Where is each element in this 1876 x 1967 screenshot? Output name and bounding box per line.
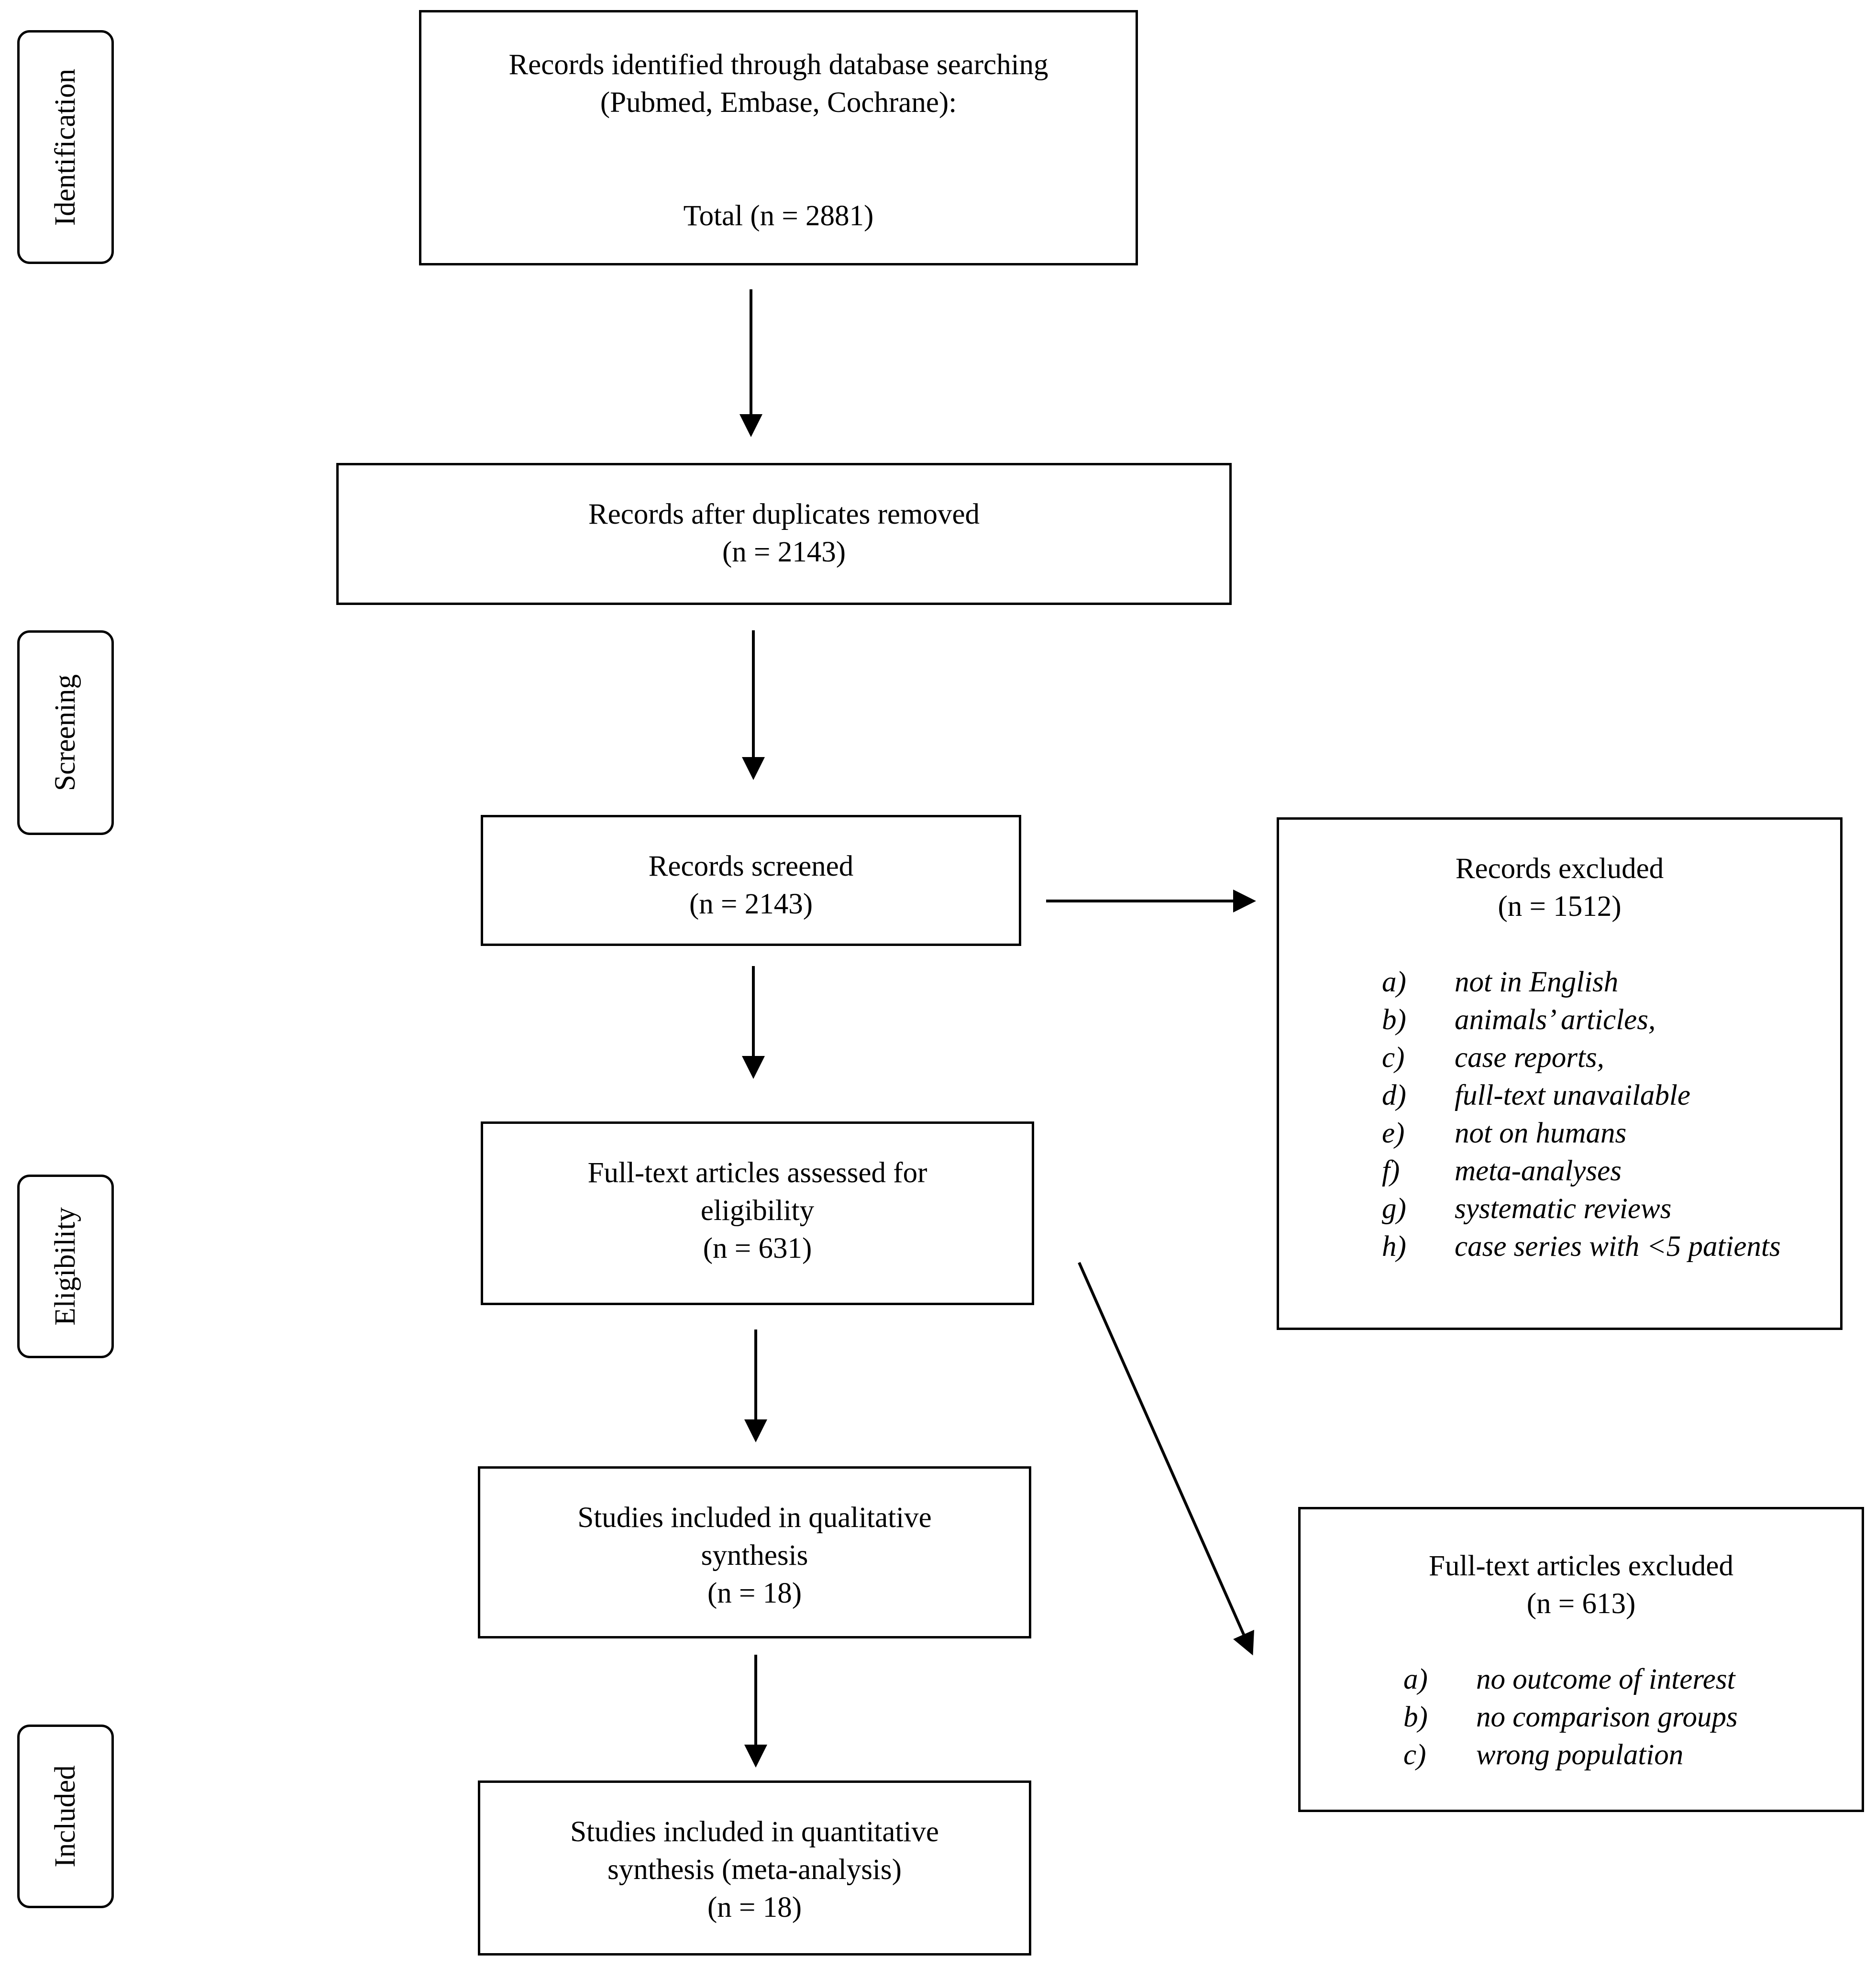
reason-letter: c) [1403, 1739, 1426, 1771]
exclusion-reason: d) full-text unavailable [1382, 1077, 1811, 1114]
exclusion-reason: a) not in English [1382, 963, 1811, 1001]
exclusion-reason: h) case series with <5 patients [1382, 1228, 1811, 1265]
reason-text: wrong population [1476, 1739, 1684, 1771]
stage-screening: Screening [17, 630, 114, 835]
exclusion-reason: g) systematic reviews [1382, 1190, 1811, 1228]
box-fulltext-excluded: Full-text articles excluded (n = 613) a)… [1298, 1507, 1864, 1812]
exclusion-reason: b) no comparison groups [1403, 1698, 1833, 1736]
reason-text: not on humans [1455, 1117, 1627, 1149]
reason-text: no comparison groups [1476, 1701, 1738, 1733]
box-count: (n = 2143) [722, 536, 846, 568]
box-line: Studies included in quantitative [570, 1816, 939, 1848]
excluded-heading: Records excluded (n = 1512) [1308, 850, 1811, 925]
reason-letter: e) [1382, 1117, 1405, 1149]
reason-letter: d) [1382, 1079, 1406, 1111]
stage-identification: Identification [17, 30, 114, 264]
box-line: Records identified through database sear… [508, 49, 1048, 81]
exclusion-reason: f) meta-analyses [1382, 1152, 1811, 1190]
box-line: Records excluded [1455, 853, 1664, 885]
box-records-identified: Records identified through database sear… [419, 10, 1138, 265]
stage-label: Included [49, 1765, 81, 1868]
box-studies-quantitative: Studies included in quantitative synthes… [478, 1780, 1031, 1956]
box-line: synthesis [701, 1539, 808, 1571]
box-records-after-duplicates: Records after duplicates removed (n = 21… [336, 463, 1232, 605]
exclusion-reason: b) animals’ articles, [1382, 1001, 1811, 1039]
box-count: (n = 1512) [1498, 890, 1622, 923]
exclusion-reason: e) not on humans [1382, 1114, 1811, 1152]
stage-included: Included [17, 1725, 114, 1908]
reason-letter: b) [1382, 1004, 1406, 1036]
exclusion-reason: c) case reports, [1382, 1039, 1811, 1077]
reason-text: full-text unavailable [1455, 1079, 1690, 1111]
box-line: Records screened [648, 850, 854, 882]
stage-label: Eligibility [49, 1207, 81, 1326]
reason-text: case series with <5 patients [1455, 1231, 1781, 1263]
box-line: (Pubmed, Embase, Cochrane): [600, 87, 957, 119]
box-count: (n = 2143) [689, 888, 813, 920]
exclusion-reason: a) no outcome of interest [1403, 1660, 1833, 1698]
reason-text: not in English [1455, 966, 1619, 998]
box-records-excluded: Records excluded (n = 1512) a) not in Eng… [1277, 817, 1843, 1330]
box-line: Records after duplicates removed [588, 498, 980, 530]
reason-letter: h) [1382, 1231, 1406, 1263]
box-count: (n = 631) [703, 1232, 812, 1264]
reason-text: case reports, [1455, 1042, 1604, 1074]
reason-letter: b) [1403, 1701, 1428, 1733]
box-count: (n = 18) [707, 1891, 802, 1923]
box-studies-qualitative: Studies included in qualitative synthesi… [478, 1466, 1031, 1638]
reason-text: animals’ articles, [1455, 1004, 1656, 1036]
reason-text: no outcome of interest [1476, 1663, 1735, 1695]
box-fulltext-assessed: Full-text articles assessed for eligibil… [481, 1121, 1034, 1305]
excluded-heading: Full-text articles excluded (n = 613) [1329, 1547, 1833, 1623]
exclusion-reasons-list: a) no outcome of interest b) no comparison… [1403, 1660, 1833, 1774]
box-count: (n = 613) [1526, 1588, 1636, 1620]
stage-eligibility: Eligibility [17, 1175, 114, 1358]
reason-text: systematic reviews [1455, 1193, 1672, 1225]
exclusion-reason: c) wrong population [1403, 1736, 1833, 1774]
reason-text: meta-analyses [1455, 1155, 1622, 1187]
box-records-screened: Records screened (n = 2143) [481, 815, 1021, 946]
box-total: Total (n = 2881) [683, 200, 874, 232]
box-line: Full-text articles excluded [1429, 1550, 1733, 1582]
reason-letter: c) [1382, 1042, 1405, 1074]
stage-label: Screening [49, 674, 81, 791]
box-count: (n = 18) [707, 1577, 802, 1609]
box-line: synthesis (meta-analysis) [607, 1854, 902, 1886]
stage-label: Identification [49, 68, 81, 226]
reason-letter: a) [1382, 966, 1406, 998]
reason-letter: f) [1382, 1155, 1400, 1187]
exclusion-reasons-list: a) not in English b) animals’ articles, c)… [1382, 963, 1811, 1265]
arrow-fulltext-to-excluded [1078, 1262, 1254, 1656]
box-line: Full-text articles assessed for [587, 1157, 927, 1189]
box-line: eligibility [700, 1195, 815, 1227]
reason-letter: a) [1403, 1663, 1428, 1695]
reason-letter: g) [1382, 1193, 1406, 1225]
box-line: Studies included in qualitative [577, 1502, 932, 1534]
